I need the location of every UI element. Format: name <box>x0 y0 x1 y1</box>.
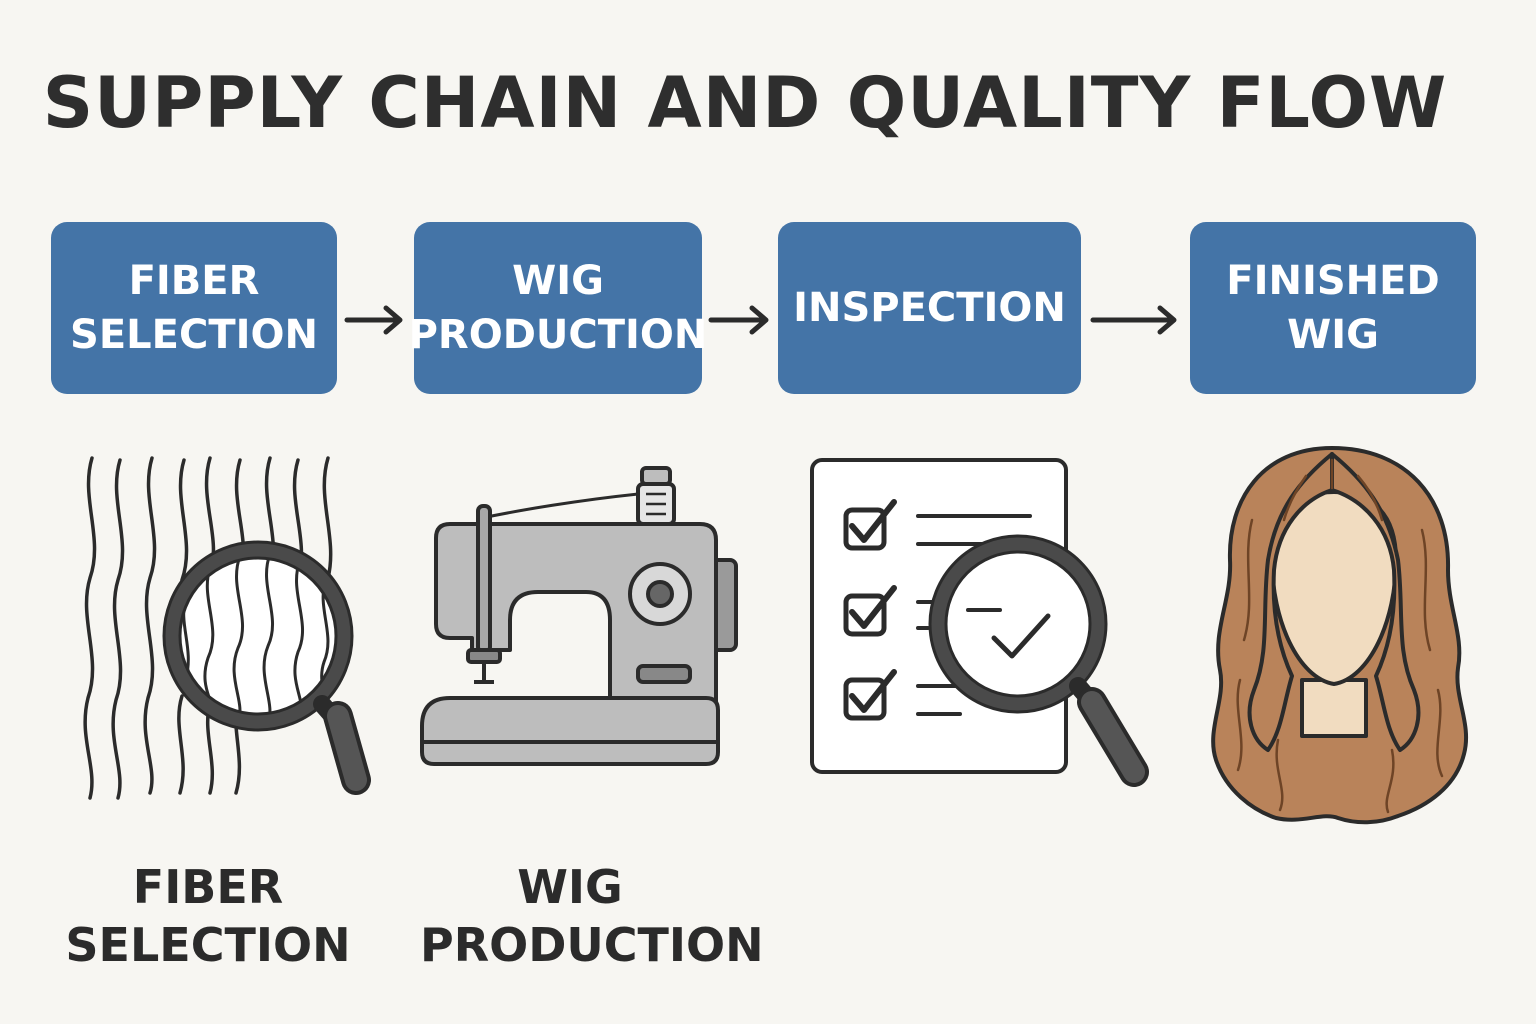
step-finished-wig: FINISHED WIG <box>1190 222 1476 394</box>
sewing-machine-icon <box>420 466 738 766</box>
arrow-right-icon <box>708 305 769 335</box>
step-label-line1: FIBER <box>128 258 260 304</box>
step-label-line1: WIG <box>512 258 604 304</box>
caption-line2: PRODUCTION <box>420 918 764 972</box>
step-label-line2: PRODUCTION <box>408 312 708 358</box>
step-label-line1: FINISHED <box>1226 258 1440 304</box>
step-label-line2: SELECTION <box>70 312 318 358</box>
step-label-line1: INSPECTION <box>793 285 1066 331</box>
diagram-title: SUPPLY CHAIN AND QUALITY FLOW <box>42 62 1448 144</box>
step-label-line2: WIG <box>1287 312 1379 358</box>
step-inspection: INSPECTION <box>778 222 1081 394</box>
step-wig-production: WIG PRODUCTION <box>409 222 707 394</box>
caption-line1: FIBER <box>132 860 284 914</box>
step-fiber-selection: FIBER SELECTION <box>51 222 337 394</box>
checklist-magnifier-icon <box>810 458 1149 787</box>
caption-wig-production: WIG PRODUCTION <box>420 858 764 974</box>
arrow-right-icon <box>1090 305 1177 335</box>
wig-mannequin-icon <box>1211 446 1469 825</box>
caption-line1: WIG <box>517 860 623 914</box>
fibers-magnifier-icon <box>83 456 371 800</box>
arrow-right-icon <box>344 305 403 335</box>
caption-line2: SELECTION <box>65 918 351 972</box>
caption-fiber-selection: FIBER SELECTION <box>58 858 358 974</box>
